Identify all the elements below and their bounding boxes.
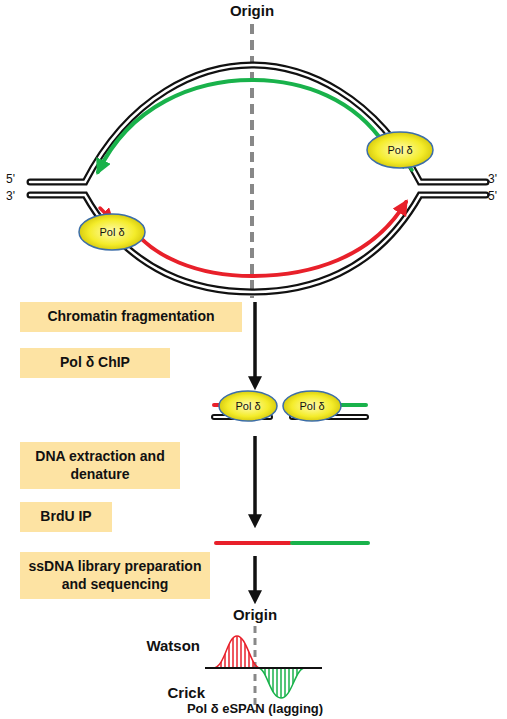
enzyme-label: Pol δ	[235, 400, 260, 412]
polymerase-ellipse: Pol δ	[281, 389, 343, 423]
step-label: BrdU IP	[28, 508, 104, 526]
process-box: BrdU IP	[20, 502, 112, 532]
polymerase-ellipse: Pol δ	[217, 389, 279, 423]
process-box: Pol δ ChIP	[20, 348, 170, 378]
step-label: ssDNA library preparation and sequencing	[28, 558, 202, 593]
process-box: DNA extraction and denature	[20, 442, 180, 489]
strand-name: Crick	[167, 684, 205, 701]
strand-end: 3'	[6, 189, 15, 203]
origin-label: Origin	[231, 606, 279, 623]
polymerase-ellipse: Pol δ	[77, 212, 147, 252]
origin-label: Origin	[228, 2, 276, 19]
enzyme-label: Pol δ	[99, 226, 124, 238]
enzyme-label: Pol δ	[387, 144, 412, 156]
process-box: ssDNA library preparation and sequencing	[20, 552, 210, 599]
step-label: Pol δ ChIP	[28, 354, 162, 372]
enzyme-label: Pol δ	[299, 400, 324, 412]
plot-caption: Pol δ eSPAN (lagging)	[187, 701, 323, 716]
strand-end: 3'	[488, 172, 497, 186]
strand-end: 5'	[488, 189, 497, 203]
process-box: Chromatin fragmentation	[20, 302, 242, 332]
step-label: Chromatin fragmentation	[28, 308, 234, 326]
strand-name: Watson	[146, 637, 200, 654]
polymerase-ellipse: Pol δ	[365, 130, 435, 170]
strand-end: 5'	[6, 172, 15, 186]
step-label: DNA extraction and denature	[28, 448, 172, 483]
